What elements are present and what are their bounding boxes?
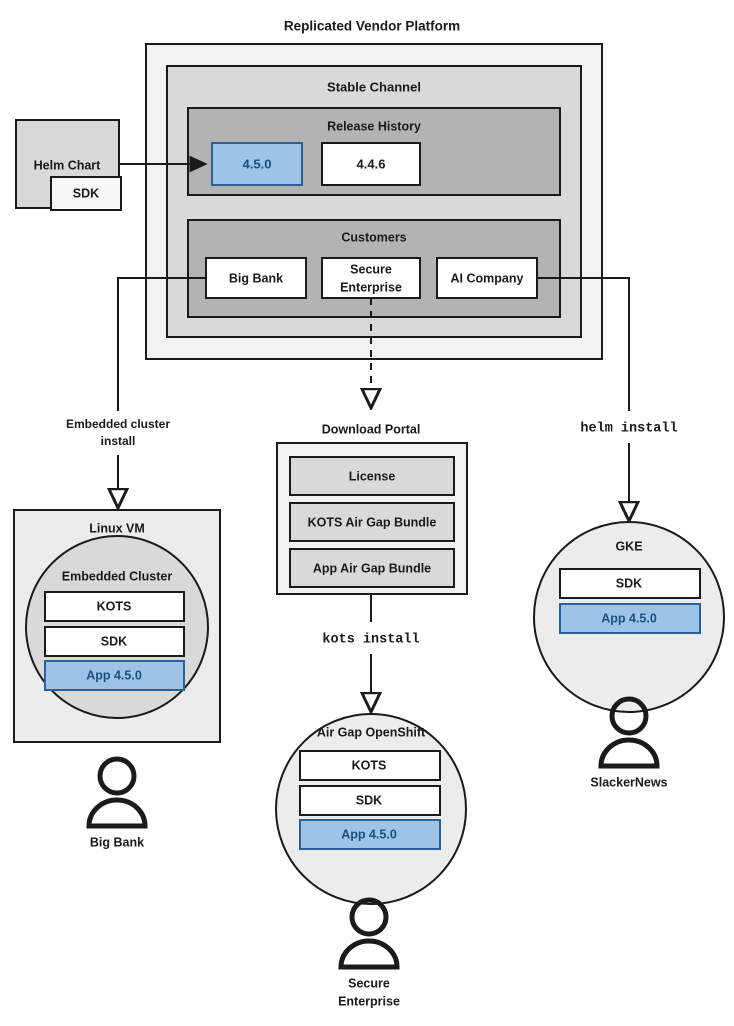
- target-air-gap-openshift: Air Gap OpenShift KOTS SDK App 4.5.0 Sec…: [275, 713, 467, 1008]
- customer-card-ai-company[interactable]: AI Company: [436, 257, 538, 299]
- target-linux-vm: Linux VM Embedded Cluster KOTS SDK App 4…: [13, 509, 221, 849]
- download-portal-item-label: KOTS Air Gap Bundle: [308, 515, 437, 529]
- helm-chart-box[interactable]: Helm Chart SDK: [15, 119, 122, 211]
- component-label: App 4.5.0: [341, 827, 397, 841]
- component-label: SDK: [356, 793, 382, 807]
- customer-card-secure-enterprise[interactable]: Secure Enterprise: [321, 257, 421, 299]
- download-portal-item-label: App Air Gap Bundle: [313, 561, 431, 575]
- download-portal-item-license[interactable]: License: [289, 456, 455, 496]
- release-card-label: 4.5.0: [243, 156, 272, 171]
- flow-label-helm-install: helm install: [580, 422, 677, 437]
- customer-card-label: Big Bank: [229, 271, 283, 285]
- release-history-panel: Release History 4.5.0 4.4.6: [187, 107, 561, 196]
- component-label: KOTS: [97, 599, 132, 613]
- helm-chart-sdk-box: [50, 176, 122, 211]
- component-label: App 4.5.0: [601, 611, 657, 625]
- customer-card-label-line1: Secure: [350, 262, 392, 276]
- flow-label-line1: Embedded cluster: [66, 417, 170, 431]
- persona-icon-slackernews: [598, 696, 660, 769]
- helm-chart-title: Helm Chart: [34, 158, 102, 172]
- flow-label-embedded-cluster-install: Embedded cluster install: [66, 417, 170, 448]
- component-app[interactable]: App 4.5.0: [299, 819, 441, 850]
- customers-title: Customers: [341, 230, 406, 244]
- component-sdk[interactable]: SDK: [44, 626, 185, 657]
- target-gke: GKE SDK App 4.5.0 SlackerNews: [533, 521, 725, 789]
- persona-icon-big-bank: [86, 756, 148, 829]
- persona-label-line2: Enterprise: [338, 994, 400, 1008]
- stable-channel-title: Stable Channel: [327, 79, 421, 94]
- component-label: SDK: [616, 576, 642, 590]
- download-portal-group: Download Portal License KOTS Air Gap Bun…: [276, 422, 468, 595]
- persona-label-line1: Secure: [348, 976, 390, 990]
- release-card-4-5-0[interactable]: 4.5.0: [211, 142, 303, 186]
- customer-card-label-line2: Enterprise: [340, 280, 402, 294]
- component-sdk[interactable]: SDK: [559, 568, 701, 599]
- air-gap-openshift-title: Air Gap OpenShift: [317, 725, 426, 739]
- connector-ai-company-to-gke: [537, 277, 630, 411]
- persona-label-slackernews: SlackerNews: [590, 775, 667, 789]
- connector-big-bank-to-linux-vm: [117, 277, 206, 411]
- flow-label-kots-install: kots install: [322, 633, 419, 648]
- customers-panel: Customers Big Bank Secure Enterprise AI …: [187, 219, 561, 318]
- component-label: App 4.5.0: [86, 668, 142, 682]
- component-kots[interactable]: KOTS: [299, 750, 441, 781]
- page-title: Replicated Vendor Platform: [284, 19, 460, 34]
- download-portal-item-label: License: [349, 469, 396, 483]
- persona-icon-secure-enterprise: [338, 897, 400, 970]
- release-card-4-4-6[interactable]: 4.4.6: [321, 142, 421, 186]
- linux-vm-title: Linux VM: [89, 521, 145, 535]
- flow-label-line2: install: [101, 434, 136, 448]
- download-portal-item-app-air-gap-bundle[interactable]: App Air Gap Bundle: [289, 548, 455, 588]
- gke-title: GKE: [615, 539, 642, 553]
- component-app[interactable]: App 4.5.0: [559, 603, 701, 634]
- component-label: KOTS: [352, 758, 387, 772]
- release-card-label: 4.4.6: [357, 156, 386, 171]
- component-kots[interactable]: KOTS: [44, 591, 185, 622]
- helm-chart-sdk-label: SDK: [73, 186, 99, 200]
- customer-card-label: AI Company: [451, 271, 524, 285]
- component-app[interactable]: App 4.5.0: [44, 660, 185, 691]
- embedded-cluster-title: Embedded Cluster: [62, 569, 173, 583]
- release-history-title: Release History: [327, 119, 421, 133]
- customer-card-big-bank[interactable]: Big Bank: [205, 257, 307, 299]
- component-label: SDK: [101, 634, 127, 648]
- download-portal-item-kots-air-gap-bundle[interactable]: KOTS Air Gap Bundle: [289, 502, 455, 542]
- component-sdk[interactable]: SDK: [299, 785, 441, 816]
- persona-label-big-bank: Big Bank: [90, 835, 144, 849]
- download-portal-title: Download Portal: [322, 422, 421, 436]
